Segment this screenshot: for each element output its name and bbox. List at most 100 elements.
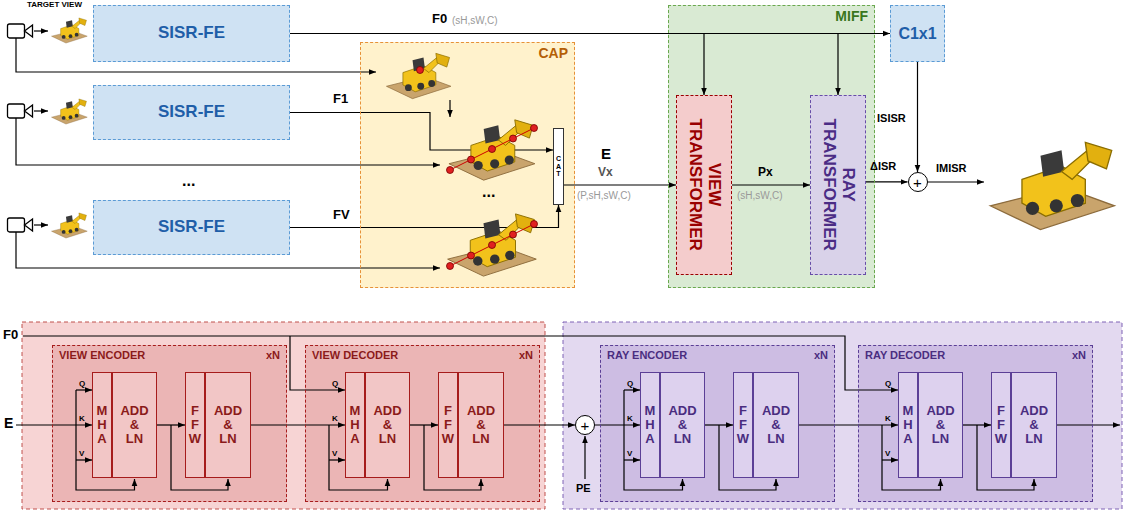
sum-circle: + bbox=[908, 172, 928, 192]
node-label: ADD & LN bbox=[373, 404, 401, 447]
container-fill bbox=[858, 345, 1093, 502]
node-label: FFW bbox=[189, 404, 202, 447]
connector-arrow bbox=[799, 424, 898, 425]
node-label: ADD & LN bbox=[926, 404, 954, 447]
camera-icon bbox=[8, 24, 33, 38]
label-holder: TARGET VIEW bbox=[27, 1, 82, 10]
annotation-label: V bbox=[885, 450, 890, 459]
node-label: MIFF bbox=[835, 9, 868, 24]
layer-box: ADD & LN bbox=[918, 372, 963, 478]
label-holder: (sH,sW,C) bbox=[452, 15, 498, 26]
node-label: FFW bbox=[737, 404, 750, 447]
node-label: ADD & LN bbox=[762, 404, 790, 447]
node-label: CAP bbox=[538, 46, 568, 61]
feature-extractor-box: SISR-FE bbox=[93, 85, 290, 140]
view-region bbox=[22, 322, 545, 509]
camera-icon bbox=[8, 218, 33, 232]
annotation-label: Q bbox=[79, 380, 85, 389]
ray-point bbox=[447, 263, 454, 270]
label-holder: V bbox=[332, 450, 337, 459]
annotation-label: K bbox=[627, 415, 633, 424]
label-holder: ... bbox=[482, 183, 495, 201]
label-holder: V bbox=[627, 450, 632, 459]
annotation-label: (sH,sW,C) bbox=[452, 15, 498, 26]
label-holder: K bbox=[885, 415, 891, 424]
epipolar-line bbox=[450, 128, 534, 170]
label-holder: Px bbox=[758, 166, 773, 179]
annotation-label: PE bbox=[576, 482, 591, 494]
ray-point bbox=[510, 231, 517, 238]
value-wire bbox=[624, 459, 640, 460]
edge-label: F1 bbox=[333, 92, 348, 106]
label-holder: K bbox=[332, 415, 338, 424]
annotation-label: Vx bbox=[598, 166, 613, 179]
node-label: ADD & LN bbox=[1020, 404, 1048, 447]
transformer-block: RAY DECODERxNMHAADD & LNFFWADD & LN bbox=[858, 345, 1093, 502]
layer-box: FFW bbox=[991, 372, 1011, 478]
connector-arrow bbox=[732, 184, 810, 185]
annotation-label: (sH,sW,C) bbox=[737, 190, 783, 201]
sum-circle: + bbox=[575, 415, 595, 435]
transformer-block: RAY ENCODERxNMHAADD & LNFFWADD & LN bbox=[600, 345, 835, 502]
annotation-label: V bbox=[79, 450, 84, 459]
label-holder: K bbox=[627, 415, 633, 424]
query-wire bbox=[76, 389, 92, 390]
ray-point bbox=[531, 125, 538, 132]
ray-region bbox=[563, 322, 1122, 509]
label-holder: F1 bbox=[333, 92, 348, 106]
view-thumbnail bbox=[52, 213, 88, 238]
annotation-label: (P,sH,sW,C) bbox=[577, 190, 631, 201]
label-holder: Q bbox=[627, 380, 633, 389]
projection-image bbox=[449, 120, 535, 180]
transformer-box: VIEW TRANSFORMER bbox=[676, 95, 732, 275]
layer-box: ADD & LN bbox=[1011, 372, 1057, 478]
node-label: ADD & LN bbox=[668, 404, 696, 447]
annotation-label: K bbox=[885, 415, 891, 424]
label-holder: IMISR bbox=[936, 162, 967, 174]
output-wire bbox=[928, 181, 984, 182]
node-label: MHA bbox=[96, 404, 109, 447]
node-label: C1x1 bbox=[898, 25, 936, 43]
query-wire bbox=[624, 389, 640, 390]
annotation-label: ... bbox=[182, 172, 195, 190]
ray-point bbox=[417, 67, 424, 74]
node-label: VIEW ENCODER bbox=[59, 349, 145, 361]
layer-box: ADD & LN bbox=[365, 372, 410, 478]
ray-point bbox=[489, 146, 496, 153]
label-holder: Q bbox=[79, 380, 85, 389]
node-label: RAY TRANSFORMER bbox=[819, 119, 856, 251]
camera-wire bbox=[34, 224, 48, 225]
label-holder: F0 bbox=[3, 328, 18, 342]
layer-box: ADD & LN bbox=[458, 372, 504, 478]
value-wire bbox=[76, 459, 92, 460]
epipolar-line bbox=[450, 224, 534, 266]
transformer-block: VIEW ENCODERxNMHAADD & LNFFWADD & LN bbox=[52, 345, 287, 502]
node-label: MHA bbox=[644, 404, 657, 447]
projection-image bbox=[448, 214, 537, 276]
output-image bbox=[990, 142, 1114, 229]
transformer-box: RAY TRANSFORMER bbox=[810, 95, 866, 275]
annotation-label: Q bbox=[332, 380, 338, 389]
label-holder: (sH,sW,C) bbox=[737, 190, 783, 201]
layer-box: FFW bbox=[733, 372, 753, 478]
annotation-label: V bbox=[332, 450, 337, 459]
edge-label: ISISR bbox=[877, 112, 906, 124]
node-label: ADD & LN bbox=[120, 404, 148, 447]
container-fill bbox=[600, 345, 835, 502]
container-fill bbox=[668, 5, 875, 288]
label-holder: Q bbox=[885, 380, 891, 389]
container-fill bbox=[52, 345, 287, 502]
ray-point bbox=[468, 156, 475, 163]
region-panel: MIFF VIEW TRANSFORMER RAY TRANSFORMER bbox=[668, 5, 875, 288]
label-holder: F0 bbox=[432, 12, 447, 26]
node-label: VIEW DECODER bbox=[312, 349, 398, 361]
annotation-label: IMISR bbox=[936, 162, 967, 174]
camera-wire bbox=[34, 30, 48, 31]
annotation-label: F0 bbox=[3, 328, 18, 342]
position-wire bbox=[584, 436, 585, 479]
layer-box: FFW bbox=[438, 372, 458, 478]
label-holder: ΔISR bbox=[870, 160, 896, 172]
label-holder: K bbox=[79, 415, 85, 424]
